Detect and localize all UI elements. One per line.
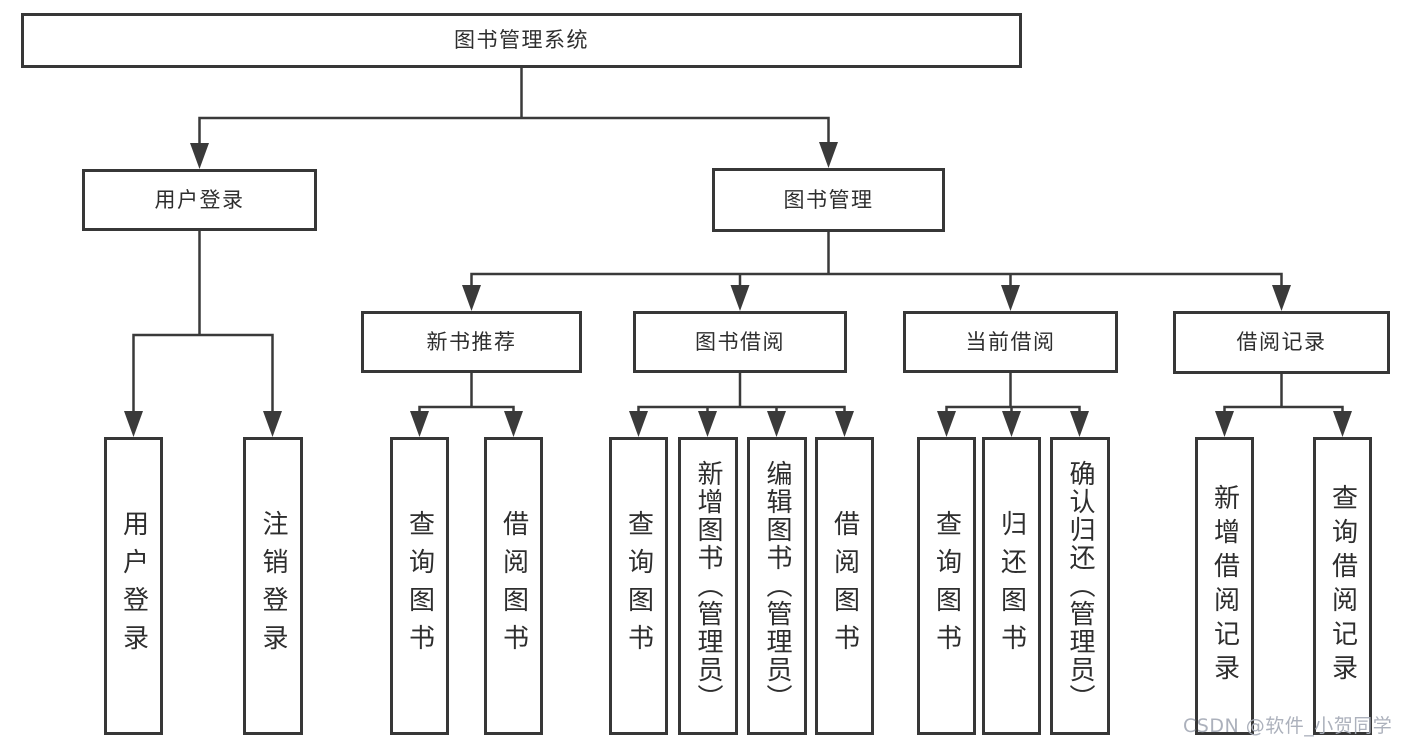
leaf-recommend-borrow-book: 借阅图书 (484, 437, 543, 735)
node-user-login: 用户登录 (82, 169, 317, 231)
leaf-records-add-record: 新增借阅记录 (1195, 437, 1254, 735)
leaf-user-login: 用户登录 (104, 437, 163, 735)
leaf-current-confirm-return-admin: 确认归还（管理员） (1050, 437, 1110, 735)
leaf-current-return-book: 归还图书 (982, 437, 1041, 735)
watermark: CSDN @软件_小贺同学 (1183, 715, 1393, 737)
node-current-borrowing: 当前借阅 (903, 311, 1118, 373)
leaf-logout: 注销登录 (243, 437, 303, 735)
node-book-borrowing: 图书借阅 (633, 311, 847, 373)
node-book-management: 图书管理 (712, 168, 945, 232)
leaf-borrowing-borrow-book: 借阅图书 (815, 437, 874, 735)
leaf-records-query-record: 查询借阅记录 (1313, 437, 1372, 735)
leaf-recommend-query-book: 查询图书 (390, 437, 449, 735)
leaf-borrowing-edit-book-admin: 编辑图书（管理员） (747, 437, 807, 735)
leaf-borrowing-add-book-admin: 新增图书（管理员） (678, 437, 738, 735)
node-library-management-system: 图书管理系统 (21, 13, 1022, 68)
leaf-current-query-book: 查询图书 (917, 437, 976, 735)
node-borrowing-records: 借阅记录 (1173, 311, 1390, 374)
node-new-book-recommend: 新书推荐 (361, 311, 582, 373)
leaf-borrowing-query-book: 查询图书 (609, 437, 668, 735)
